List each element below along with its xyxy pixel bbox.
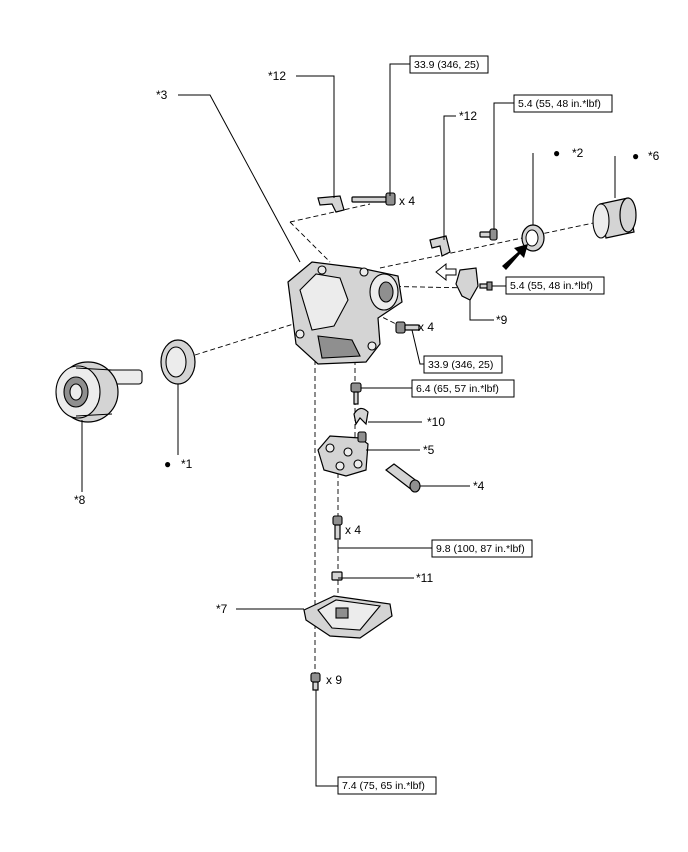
part-7-oil-pan bbox=[303, 595, 393, 639]
callout-3: *3 bbox=[156, 88, 168, 102]
bolt-pan bbox=[310, 672, 321, 691]
part-1-oil-seal bbox=[160, 339, 196, 385]
torque-spec-valve-bolts: 9.8 (100, 87 in.*lbf) bbox=[431, 539, 533, 558]
part-8-drum-assembly bbox=[55, 361, 143, 423]
callout-6: *6 bbox=[648, 149, 660, 163]
callout-11: *11 bbox=[416, 571, 433, 585]
alignment-lines bbox=[194, 203, 599, 675]
callout-4: *4 bbox=[473, 479, 485, 493]
leader-lines bbox=[81, 63, 616, 787]
qty-valve: x 4 bbox=[345, 523, 361, 537]
part-3-extension-housing bbox=[287, 261, 403, 365]
part-12-bracket-right bbox=[429, 235, 451, 257]
bullet-marker-1: ● bbox=[164, 457, 171, 471]
torque-valve-bolts-text: 9.8 (100, 87 in.*lbf) bbox=[436, 543, 525, 555]
part-5-valve-body bbox=[317, 431, 369, 477]
bolt-bracket bbox=[479, 228, 498, 241]
torque-spec-top: 33.9 (346, 25) bbox=[409, 55, 489, 74]
qty-pan: x 9 bbox=[326, 673, 342, 687]
torque-spec-bracket: 5.4 (55, 48 in.*lbf) bbox=[513, 94, 613, 113]
torque-pan-text: 7.4 (75, 65 in.*lbf) bbox=[342, 780, 425, 792]
bolt-top bbox=[351, 192, 396, 206]
torque-sensor-text: 5.4 (55, 48 in.*lbf) bbox=[510, 280, 593, 292]
callout-10: *10 bbox=[427, 415, 445, 429]
callout-7: *7 bbox=[216, 602, 228, 616]
install-direction-arrow bbox=[502, 244, 528, 270]
callout-8: *8 bbox=[74, 493, 86, 507]
torque-spec-side: 33.9 (346, 25) bbox=[423, 355, 503, 374]
part-2-seal-ring bbox=[502, 224, 545, 270]
part-4-pin bbox=[385, 463, 421, 493]
part-9-sensor bbox=[435, 262, 493, 301]
torque-bracket-text: 5.4 (55, 48 in.*lbf) bbox=[518, 98, 601, 110]
callout-12-right: *12 bbox=[459, 109, 477, 123]
callout-5: *5 bbox=[423, 443, 435, 457]
part-12-bracket-top bbox=[317, 195, 345, 213]
torque-valve-top-text: 6.4 (65, 57 in.*lbf) bbox=[416, 383, 499, 395]
part-11-magnet bbox=[331, 571, 343, 581]
callout-1: *1 bbox=[181, 457, 193, 471]
bolt-valve-top bbox=[350, 382, 362, 405]
torque-spec-valve-top: 6.4 (65, 57 in.*lbf) bbox=[411, 379, 515, 398]
torque-spec-sensor: 5.4 (55, 48 in.*lbf) bbox=[505, 276, 605, 295]
part-6-sleeve bbox=[592, 197, 637, 239]
callout-2: *2 bbox=[572, 146, 584, 160]
bullet-marker-6: ● bbox=[632, 149, 639, 163]
torque-side-text: 33.9 (346, 25) bbox=[428, 359, 493, 371]
callout-12-top: *12 bbox=[268, 69, 286, 83]
torque-spec-pan: 7.4 (75, 65 in.*lbf) bbox=[337, 776, 437, 795]
part-10-clip bbox=[353, 407, 369, 426]
bolt-side bbox=[395, 321, 420, 334]
qty-top: x 4 bbox=[399, 194, 415, 208]
torque-top-text: 33.9 (346, 25) bbox=[414, 59, 479, 71]
callout-9: *9 bbox=[496, 313, 508, 327]
bullet-marker-2: ● bbox=[553, 146, 560, 160]
qty-side: x 4 bbox=[418, 320, 434, 334]
bolt-valve-body bbox=[332, 515, 343, 540]
